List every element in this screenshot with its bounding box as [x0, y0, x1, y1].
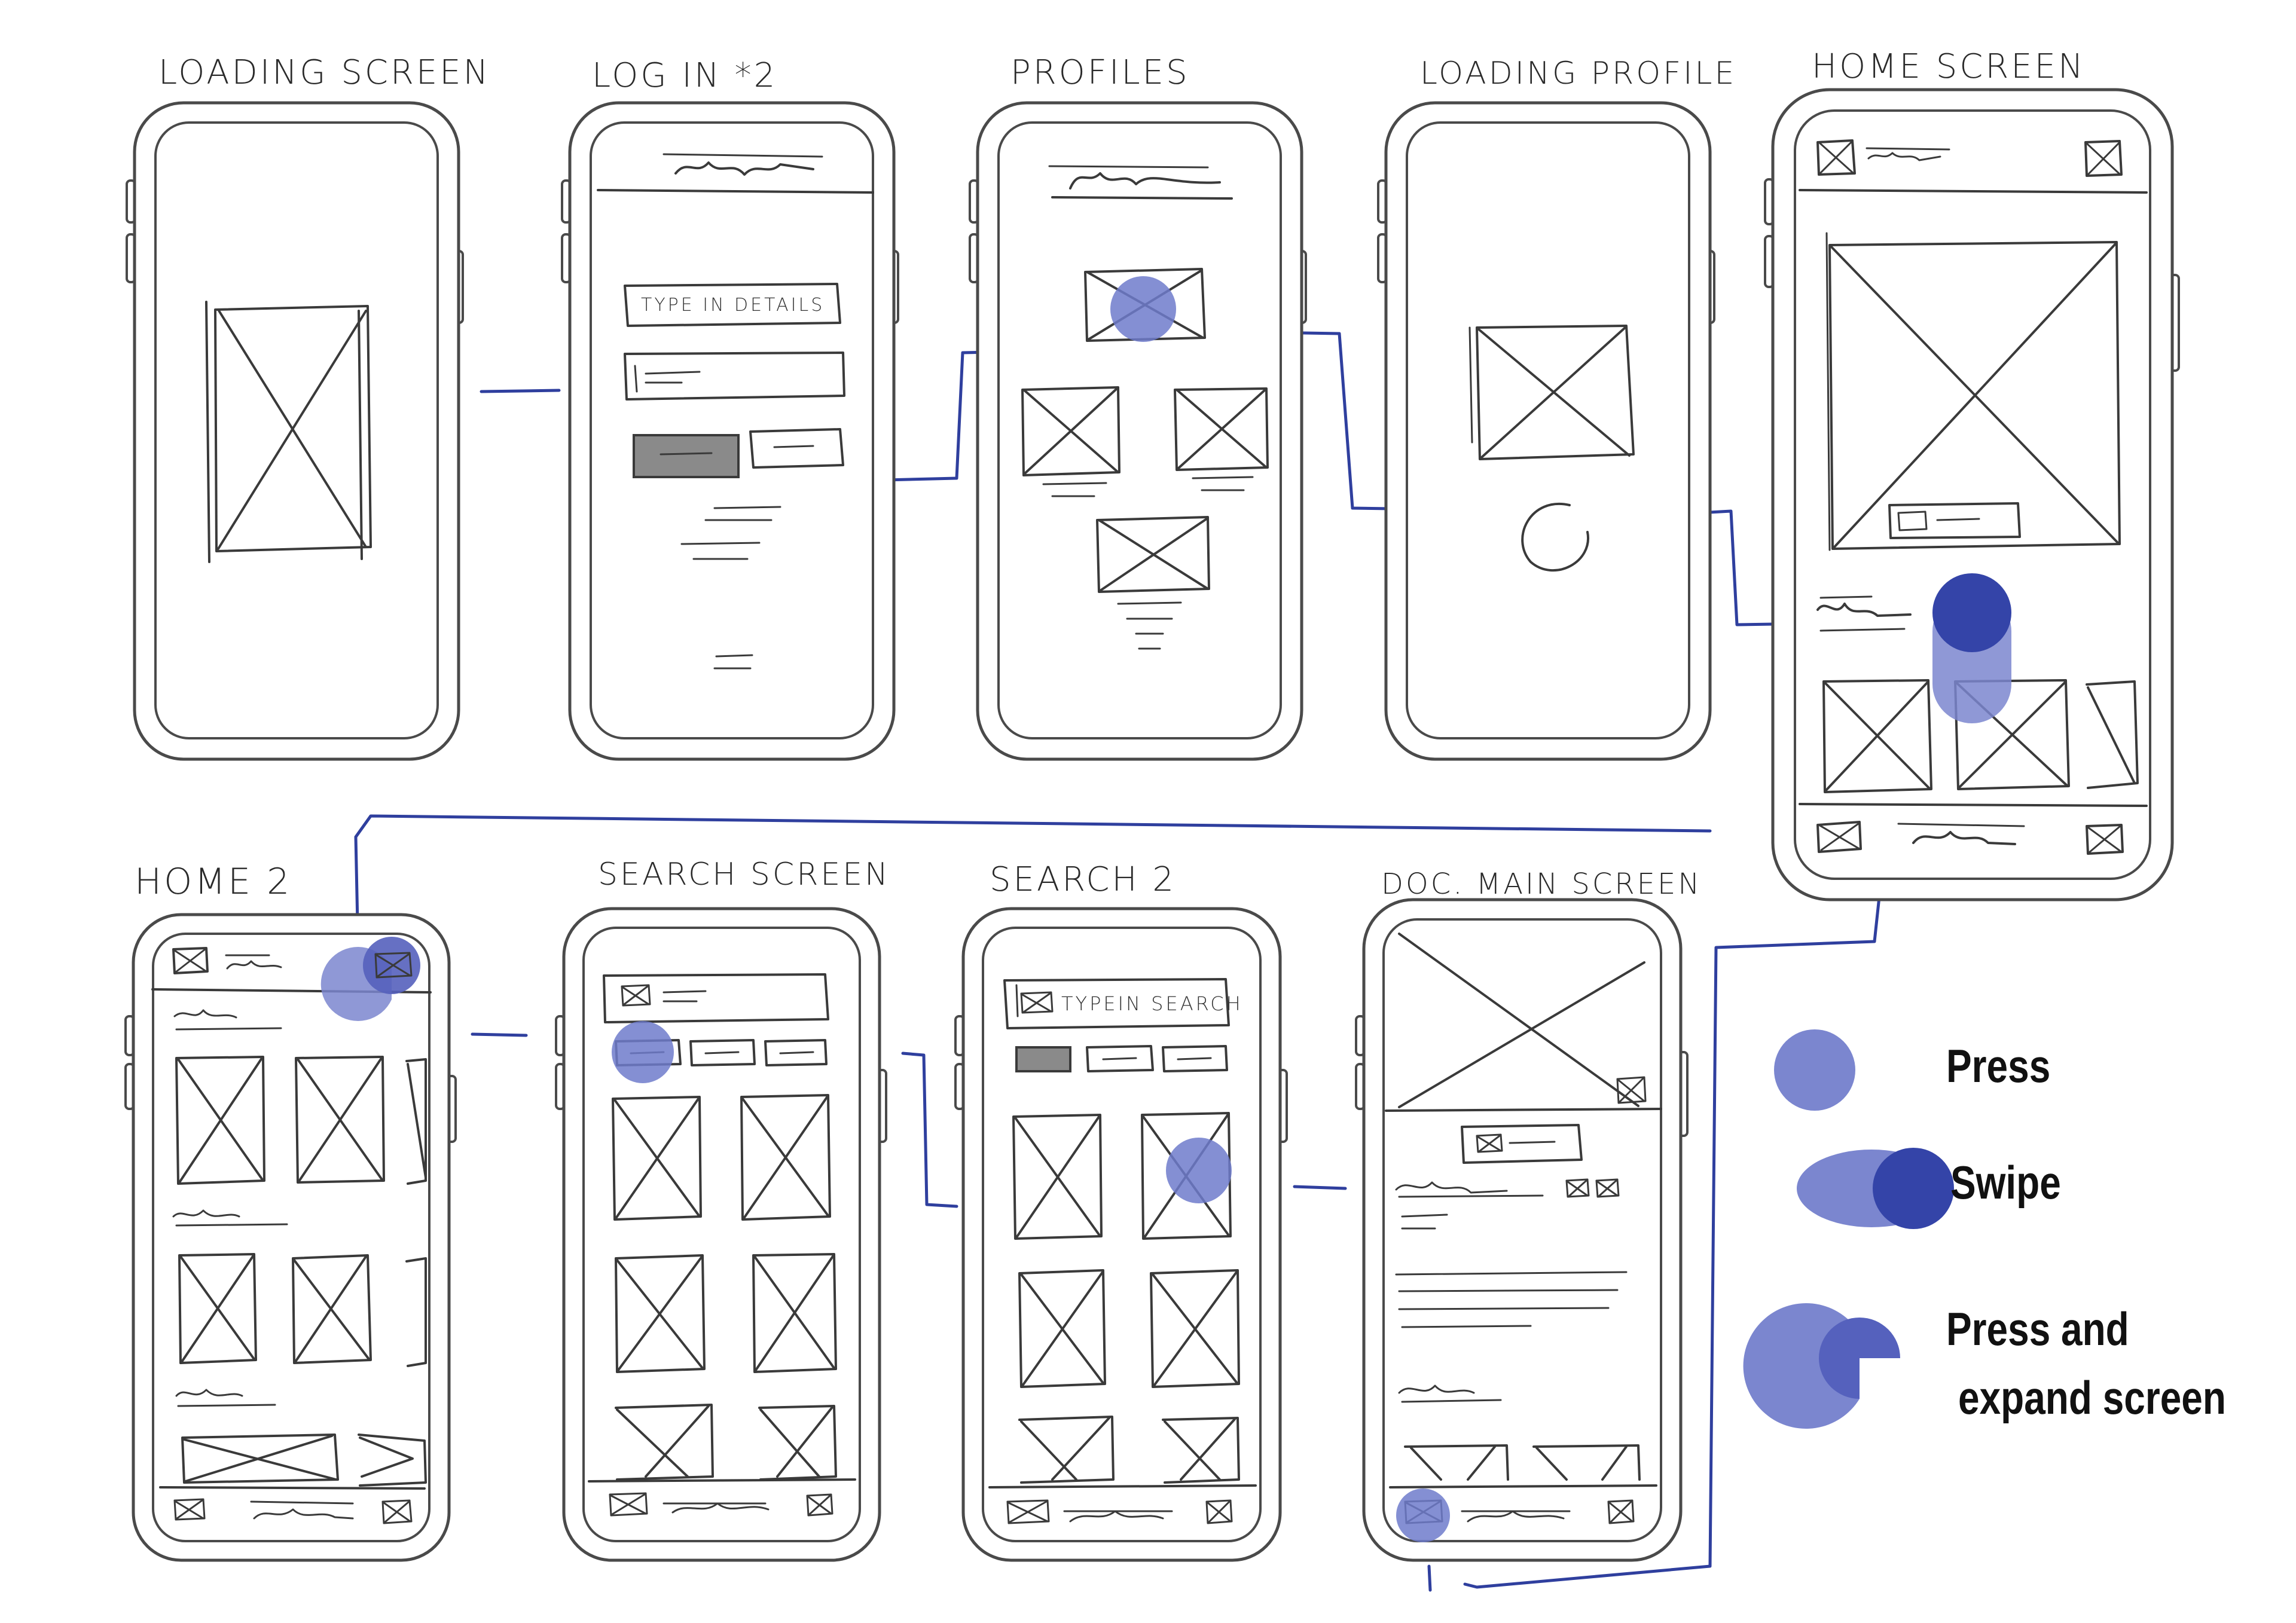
active-chip [1015, 1046, 1071, 1072]
search-result-grid [612, 1094, 837, 1481]
title-search-2: SEARCH 2 [990, 860, 1176, 899]
press-indicator [612, 1021, 674, 1083]
phone-screen [582, 927, 861, 1542]
title-profiles: PROFILES [1010, 53, 1190, 92]
hero-image-placeholder [1825, 232, 2121, 551]
title-doc-main-screen: DOC. MAIN SCREEN [1381, 867, 1702, 901]
profile-thumb-right [1174, 387, 1269, 491]
phone-screen [1794, 109, 2151, 880]
swipe-indicator [1932, 573, 2011, 723]
flow-line-home-to-doc [1463, 856, 1885, 1589]
phone-screen [1382, 918, 1662, 1542]
loading-spinner-icon [1521, 503, 1590, 572]
search-input-box: TYPEIN SEARCH [1003, 978, 1243, 1029]
press-and-expand-indicator [320, 937, 420, 1021]
home2-section-3 [175, 1389, 427, 1487]
phone-doc-main-screen [1355, 898, 1689, 1562]
phone-search-2: TYPEIN SEARCH [954, 907, 1288, 1562]
phone-frame [562, 907, 881, 1562]
phone-search-screen [555, 907, 887, 1562]
legend [1743, 1029, 1954, 1429]
filter-chips [1015, 1045, 1228, 1072]
phone-frame [1384, 101, 1712, 761]
search-bar [603, 973, 829, 1023]
phone-home-2 [124, 913, 457, 1562]
phone-log-in: TYPE IN DETAILS [561, 101, 899, 761]
title-home-screen: HOME SCREEN [1812, 47, 2086, 86]
flow-line-search2-to-doc [1293, 1185, 1347, 1190]
phone-screen [982, 927, 1262, 1542]
press-indicator [1110, 276, 1176, 342]
input-field [624, 352, 845, 401]
home2-section-2 [172, 1209, 427, 1367]
doc-pill [1461, 1124, 1583, 1164]
flow-line-home2-to-search [471, 1032, 528, 1037]
phone-screen [997, 121, 1282, 739]
title-home-2: HOME 2 [135, 861, 292, 903]
primary-button-filled [633, 434, 740, 478]
doc-title-row [1395, 1178, 1620, 1230]
phone-frame [1771, 88, 2174, 901]
flow-line-doc-tick [1427, 1564, 1432, 1592]
phone-screen [152, 933, 430, 1542]
phone-screen [154, 121, 439, 739]
profile-thumb-left [1021, 386, 1120, 497]
legend-press-expand-label-line2: expand screen [1958, 1371, 2226, 1424]
phone-screen [1406, 121, 1690, 739]
phone-profiles [969, 101, 1307, 761]
doc-section [1398, 1384, 1641, 1481]
title-search-screen: SEARCH SCREEN [598, 857, 890, 893]
legend-press-expand-label-line1: Press and [1946, 1303, 2129, 1355]
home-tabbar [1799, 803, 2148, 855]
image-placeholder-icon [205, 301, 372, 563]
flow-line-loading-to-login [480, 389, 561, 393]
doc-hero-image [1385, 933, 1662, 1112]
home-header [1799, 139, 2148, 194]
phone-frame [133, 101, 460, 761]
title-loading-screen: LOADING SCREEN [158, 53, 491, 92]
home2-section-1 [173, 1009, 427, 1185]
phone-frame [976, 101, 1303, 761]
text-lines [680, 506, 781, 670]
phone-screen [590, 121, 874, 739]
phone-home-screen [1764, 88, 2180, 901]
search-tabbar [588, 1478, 856, 1517]
phone-loading-profile [1377, 101, 1715, 761]
login-buttons [633, 428, 844, 478]
title-log-in: LOG IN *2 [592, 56, 777, 95]
search-input-label: TYPEIN SEARCH [1061, 992, 1243, 1015]
flow-line-search-to-search2 [901, 1052, 958, 1208]
title-loading-profile: LOADING PROFILE [1420, 56, 1736, 91]
phone-frame [1362, 898, 1683, 1562]
press-indicator [1396, 1488, 1450, 1542]
section-label-scribble [1816, 595, 1912, 632]
search2-tabbar [988, 1484, 1257, 1524]
logo-scribble [597, 153, 874, 194]
legend-press-expand-glyph [1743, 1303, 1900, 1429]
legend-press-glyph [1774, 1029, 1855, 1111]
phone-loading-screen [126, 101, 464, 761]
flow-line-home-to-home2 [354, 814, 1712, 925]
profile-image-placeholder [1468, 325, 1635, 460]
screen-titles: LOADING SCREEN LOG IN *2 PROFILES LOADIN… [135, 47, 2086, 903]
type-in-details-label: TYPE IN DETAILS [641, 295, 825, 316]
doc-text-lines [1395, 1271, 1628, 1328]
phone-frame [568, 101, 896, 761]
legend-press-label: Press [1946, 1040, 2051, 1092]
card-row [1822, 679, 2139, 793]
profile-thumb-bottom [1096, 516, 1210, 650]
legend-swipe-label: Swipe [1950, 1156, 2061, 1209]
details-field: TYPE IN DETAILS [624, 283, 841, 327]
legend-swipe-glyph [1797, 1148, 1954, 1229]
home2-tabbar [159, 1486, 426, 1524]
logo-scribble [1048, 165, 1233, 200]
press-indicator [1166, 1138, 1232, 1203]
